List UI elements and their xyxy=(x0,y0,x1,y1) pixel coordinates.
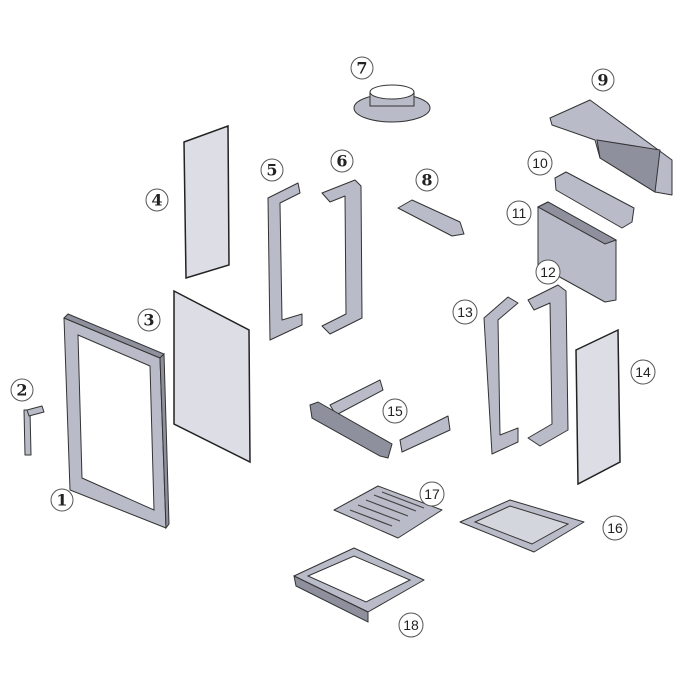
part-1-door-frame[interactable] xyxy=(63,313,170,530)
svg-text:11: 11 xyxy=(512,205,527,221)
part-7-flue-collar[interactable] xyxy=(353,84,431,123)
callout-15: 15 xyxy=(382,398,408,424)
callout-4: 4 xyxy=(145,188,169,212)
svg-text:14: 14 xyxy=(635,364,651,380)
part-9-baffle[interactable] xyxy=(549,99,673,196)
part-13-bracket[interactable] xyxy=(483,296,519,455)
callout-9: 9 xyxy=(591,68,615,92)
part-12-bracket[interactable] xyxy=(527,284,569,447)
svg-text:2: 2 xyxy=(16,381,27,400)
callout-3: 3 xyxy=(137,308,161,332)
callout-8: 8 xyxy=(415,168,439,192)
svg-text:13: 13 xyxy=(457,304,473,320)
part-4-side-panel[interactable] xyxy=(183,124,230,280)
callout-1: 1 xyxy=(50,488,74,512)
svg-text:10: 10 xyxy=(532,155,548,171)
callout-5: 5 xyxy=(260,158,284,182)
callout-11: 11 xyxy=(506,200,532,226)
callout-17: 17 xyxy=(419,481,445,507)
part-5-bracket[interactable] xyxy=(267,182,303,341)
callout-18: 18 xyxy=(398,612,424,638)
callout-13: 13 xyxy=(452,299,478,325)
callout-6: 6 xyxy=(330,149,354,173)
svg-text:15: 15 xyxy=(387,403,403,419)
svg-text:16: 16 xyxy=(607,520,623,536)
svg-text:3: 3 xyxy=(143,311,154,330)
svg-text:12: 12 xyxy=(540,264,556,280)
part-10-brick[interactable] xyxy=(554,171,635,229)
part-11-brick[interactable] xyxy=(536,201,618,303)
svg-text:9: 9 xyxy=(597,71,608,90)
callout-14: 14 xyxy=(630,359,656,385)
part-6-bracket[interactable] xyxy=(321,179,363,335)
callout-12: 12 xyxy=(535,259,561,285)
svg-text:17: 17 xyxy=(424,486,440,502)
svg-text:1: 1 xyxy=(56,491,67,510)
part-2-handle[interactable] xyxy=(23,405,45,456)
part-17-grate[interactable] xyxy=(333,485,443,539)
part-8-baffle-bracket[interactable] xyxy=(397,199,465,237)
part-18-ashpan-frame[interactable] xyxy=(293,547,425,623)
svg-text:8: 8 xyxy=(421,171,432,190)
svg-text:5: 5 xyxy=(266,161,277,180)
callout-10: 10 xyxy=(527,150,553,176)
part-14-side-panel[interactable] xyxy=(575,328,621,486)
callout-16: 16 xyxy=(602,515,628,541)
part-16-ash-pan[interactable] xyxy=(459,499,585,553)
svg-text:18: 18 xyxy=(403,617,419,633)
svg-text:6: 6 xyxy=(336,152,347,171)
callout-7: 7 xyxy=(350,56,374,80)
callout-2: 2 xyxy=(10,378,34,402)
svg-text:7: 7 xyxy=(356,59,367,78)
part-15-grate-support[interactable] xyxy=(309,379,451,459)
svg-text:4: 4 xyxy=(151,191,162,210)
part-3-glass-panel[interactable] xyxy=(173,289,251,464)
